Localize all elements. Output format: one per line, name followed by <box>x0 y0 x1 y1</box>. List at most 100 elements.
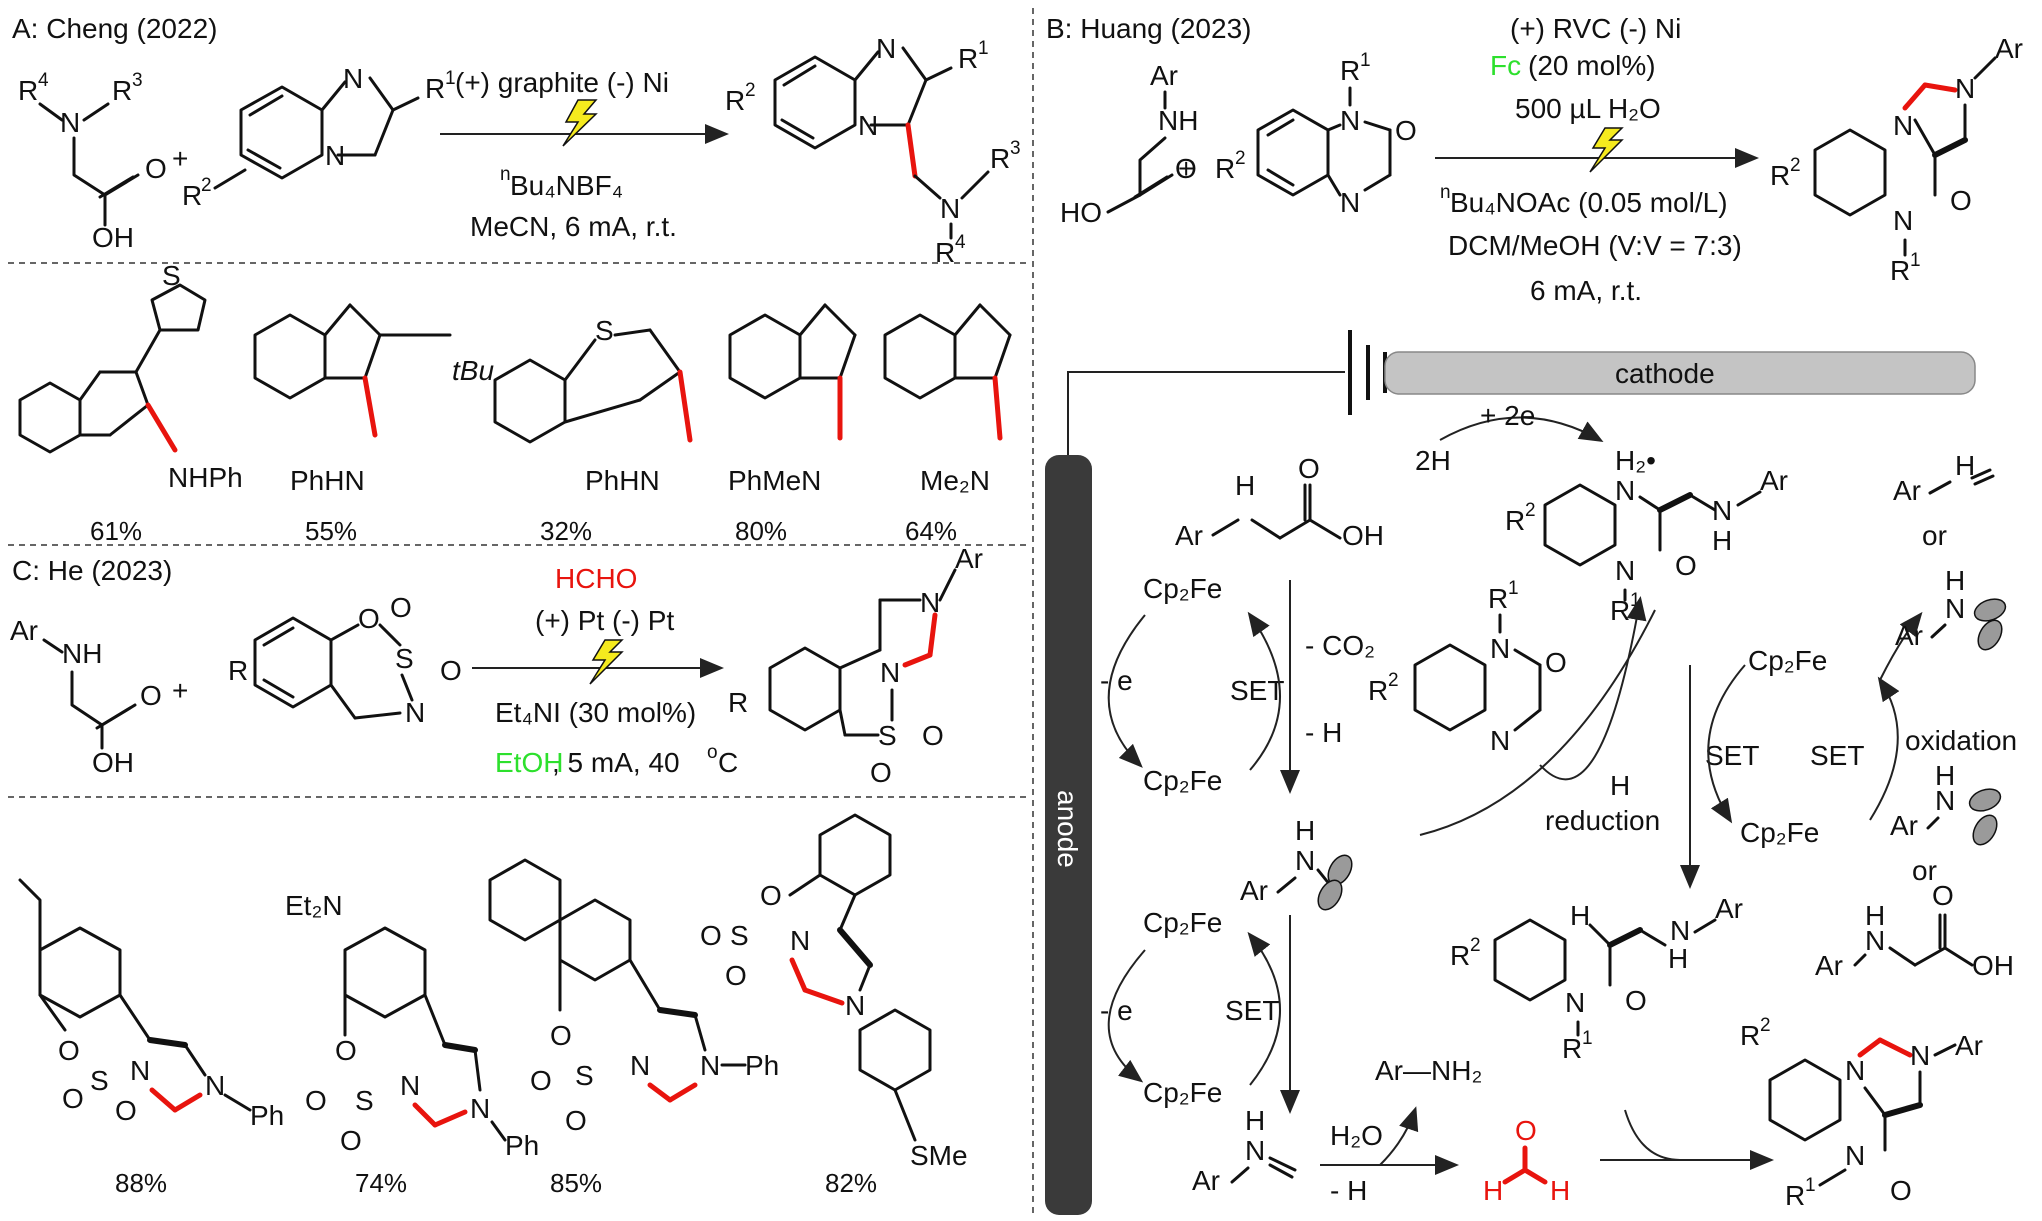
panel-a-imidazopyridine-reactant: N N R 1 R 2 <box>182 63 456 211</box>
svg-text:1: 1 <box>445 68 456 89</box>
svg-text:SMe: SMe <box>910 1140 968 1171</box>
svg-text:R: R <box>1215 153 1235 184</box>
cathode-label: cathode <box>1615 358 1715 389</box>
svg-text:O: O <box>358 603 380 634</box>
svg-text:N: N <box>700 1050 720 1081</box>
svg-text:O: O <box>1890 1175 1912 1206</box>
panel-a-substrate-4: PhMeN 80% <box>728 303 857 546</box>
svg-text:O: O <box>870 757 892 788</box>
panel-a-conditions-bottom: MeCN, 6 mA, r.t. <box>470 211 677 242</box>
svg-text:+ 2e: + 2e <box>1480 400 1535 431</box>
svg-text:R: R <box>935 237 955 268</box>
svg-text:2: 2 <box>1790 155 1801 176</box>
svg-text:O: O <box>1175 153 1197 184</box>
svg-text:N: N <box>1845 1055 1865 1086</box>
svg-text:2: 2 <box>1470 935 1481 956</box>
svg-text:H: H <box>1245 1105 1265 1136</box>
svg-text:N: N <box>1910 1040 1930 1071</box>
panel-b-mediator: Fc <box>1490 50 1521 81</box>
svg-text:O: O <box>145 153 167 184</box>
svg-text:N: N <box>1893 110 1913 141</box>
svg-text:or: or <box>1922 520 1947 551</box>
svg-text:80%: 80% <box>735 516 787 546</box>
svg-text:3: 3 <box>132 70 143 91</box>
panel-b-product: R 2 N N Ar O N R 1 <box>1770 33 2023 286</box>
svg-text:O: O <box>1675 550 1697 581</box>
svg-text:O: O <box>1298 453 1320 484</box>
svg-text:S: S <box>878 720 897 751</box>
svg-text:3: 3 <box>1010 138 1021 159</box>
svg-text:R: R <box>1610 595 1630 626</box>
svg-text:O: O <box>530 1065 552 1096</box>
svg-text:N: N <box>1245 1135 1265 1166</box>
svg-text:1: 1 <box>978 38 989 59</box>
svg-text:R: R <box>725 85 745 116</box>
svg-text:oxidation: oxidation <box>1905 725 2017 756</box>
svg-text:O: O <box>1932 880 1954 911</box>
svg-text:N: N <box>876 33 896 64</box>
svg-text:H: H <box>1610 770 1630 801</box>
panel-a-amine-reactant: R 4 N R 3 O OH <box>18 70 167 253</box>
svg-text:n: n <box>1440 182 1451 203</box>
svg-text:- CO₂: - CO₂ <box>1305 630 1375 661</box>
panel-a-substrate-3: S PhHN 32% <box>493 315 693 546</box>
svg-text:H: H <box>1235 470 1255 501</box>
svg-text:Ar: Ar <box>1715 893 1743 924</box>
electricity-bolt-icon <box>1589 127 1624 173</box>
svg-text:H: H <box>1295 815 1315 846</box>
svg-text:S: S <box>595 315 614 346</box>
svg-text:, 5 mA, 40: , 5 mA, 40 <box>552 747 680 778</box>
svg-text:N: N <box>405 697 425 728</box>
mech-final-product: R 2 N N Ar O N R 1 <box>1740 1015 1983 1211</box>
ferrocenium-3: Cp₂Fe <box>1740 817 1819 848</box>
svg-text:H: H <box>1550 1175 1570 1206</box>
mech-iminium-right: Ar H <box>1893 450 1995 506</box>
svg-text:1: 1 <box>1910 250 1921 271</box>
svg-text:SET: SET <box>1705 740 1759 771</box>
svg-text:H: H <box>1668 943 1688 974</box>
svg-text:N: N <box>325 140 345 171</box>
panel-b-solvent: DCM/MeOH (V:V = 7:3) <box>1448 230 1742 261</box>
svg-text:SET: SET <box>1810 740 1864 771</box>
svg-text:O: O <box>62 1083 84 1114</box>
svg-text:Ar: Ar <box>1815 950 1843 981</box>
svg-text:2: 2 <box>1235 148 1246 169</box>
svg-text:O: O <box>390 592 412 623</box>
svg-text:82%: 82% <box>825 1168 877 1198</box>
svg-text:N: N <box>1565 987 1585 1018</box>
svg-text:SET: SET <box>1230 675 1284 706</box>
svg-text:- e: - e <box>1100 665 1133 696</box>
svg-text:HO: HO <box>1060 197 1102 228</box>
svg-text:74%: 74% <box>355 1168 407 1198</box>
svg-text:R: R <box>1740 1020 1760 1051</box>
svg-text:N: N <box>343 63 363 94</box>
svg-text:R: R <box>728 687 748 718</box>
electricity-bolt-icon <box>589 639 624 685</box>
svg-text:Ar: Ar <box>1893 475 1921 506</box>
svg-text:O: O <box>725 960 747 991</box>
svg-text:N: N <box>940 193 960 224</box>
svg-text:O: O <box>922 720 944 751</box>
svg-text:O: O <box>335 1035 357 1066</box>
panel-c-substrate-3: O S O O N N Ph 85% <box>488 858 779 1198</box>
svg-text:Ar: Ar <box>10 615 38 646</box>
plus-sign: + <box>172 675 188 706</box>
svg-text:R: R <box>1368 675 1388 706</box>
panel-b-water: 500 µL H₂O <box>1515 93 1661 124</box>
svg-text:55%: 55% <box>305 516 357 546</box>
svg-text:61%: 61% <box>90 516 142 546</box>
svg-text:O: O <box>1625 985 1647 1016</box>
svg-text:88%: 88% <box>115 1168 167 1198</box>
mech-iminium: Ar H N <box>1192 1105 1297 1196</box>
svg-text:O: O <box>550 1020 572 1051</box>
svg-text:reduction: reduction <box>1545 805 1660 836</box>
plus-sign: + <box>172 143 188 174</box>
svg-text:C: C <box>718 747 738 778</box>
svg-text:4: 4 <box>955 232 966 253</box>
svg-text:N: N <box>630 1050 650 1081</box>
svg-text:R: R <box>425 73 445 104</box>
panel-c-product: R N N S O O Ar <box>728 543 983 788</box>
mech-amino-acid: Ar H N O OH <box>1175 453 1384 551</box>
svg-text:PhHN: PhHN <box>585 465 660 496</box>
